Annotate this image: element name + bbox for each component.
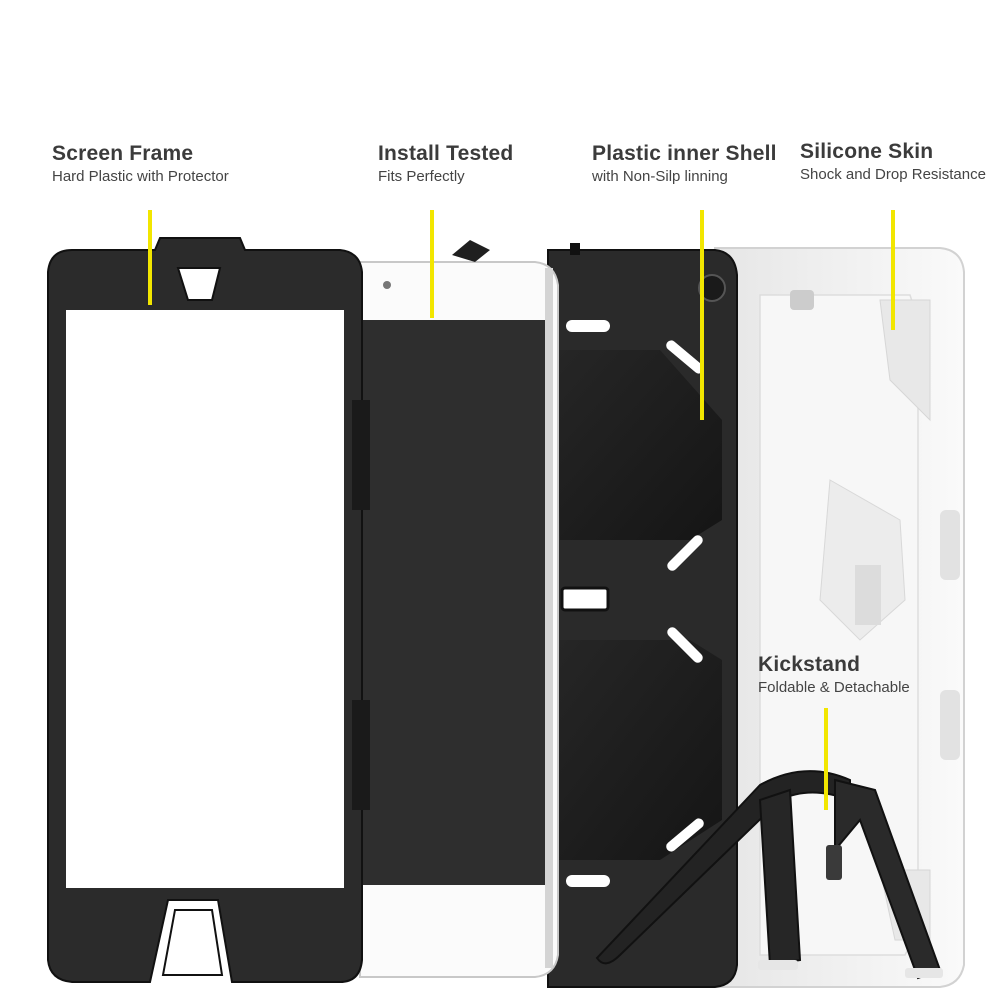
inner-shell-subtitle: with Non-Silp linning (592, 168, 728, 185)
kickstand (595, 770, 943, 980)
kickstand-label: Kickstand Foldable & Detachable (758, 653, 910, 698)
install-tested-title: Install Tested (378, 142, 514, 165)
silicone-skin-label: Silicone Skin Shock and Drop Resistance (800, 140, 986, 185)
silicone-skin-subtitle: Shock and Drop Resistance (800, 166, 986, 183)
install-tested-label: Install Tested Fits Perfectly (378, 142, 513, 187)
inner-shell-title: Plastic inner Shell (592, 142, 777, 165)
silicone-skin-title: Silicone Skin (800, 140, 934, 163)
screen-frame-label: Screen Frame Hard Plastic with Protector (52, 142, 229, 187)
kickstand-subtitle: Foldable & Detachable (758, 679, 910, 696)
screen-frame-title: Screen Frame (52, 142, 194, 165)
plastic-inner-shell (547, 243, 738, 988)
install-tested-subtitle: Fits Perfectly (378, 168, 465, 185)
kickstand-title: Kickstand (758, 653, 861, 676)
callout-lines (148, 210, 895, 810)
screen-frame (47, 237, 370, 983)
inner-shell-label: Plastic inner Shell with Non-Silp linnin… (592, 142, 777, 187)
screen-frame-subtitle: Hard Plastic with Protector (52, 168, 229, 185)
